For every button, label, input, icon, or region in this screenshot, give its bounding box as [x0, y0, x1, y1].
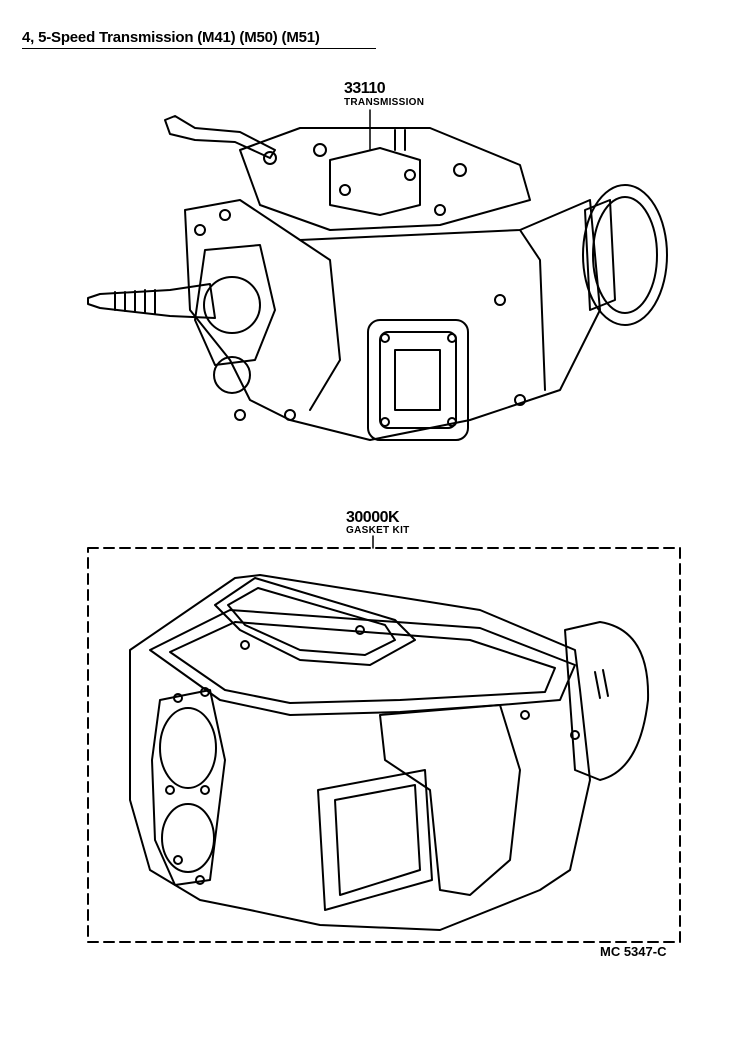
title-underline: [22, 48, 376, 49]
page-title: 4, 5-Speed Transmission (M41) (M50) (M51…: [22, 29, 320, 46]
part-number-gasket-kit[interactable]: 30000K: [346, 509, 400, 526]
transmission-illustration: [87, 109, 668, 441]
part-number-transmission[interactable]: 33110: [344, 80, 386, 97]
part-name-transmission: TRANSMISSION: [344, 97, 425, 108]
illustration-code: MC 5347-C: [600, 944, 667, 959]
part-name-gasket-kit: GASKET KIT: [346, 525, 410, 536]
gasket-kit-illustration: [87, 535, 681, 943]
